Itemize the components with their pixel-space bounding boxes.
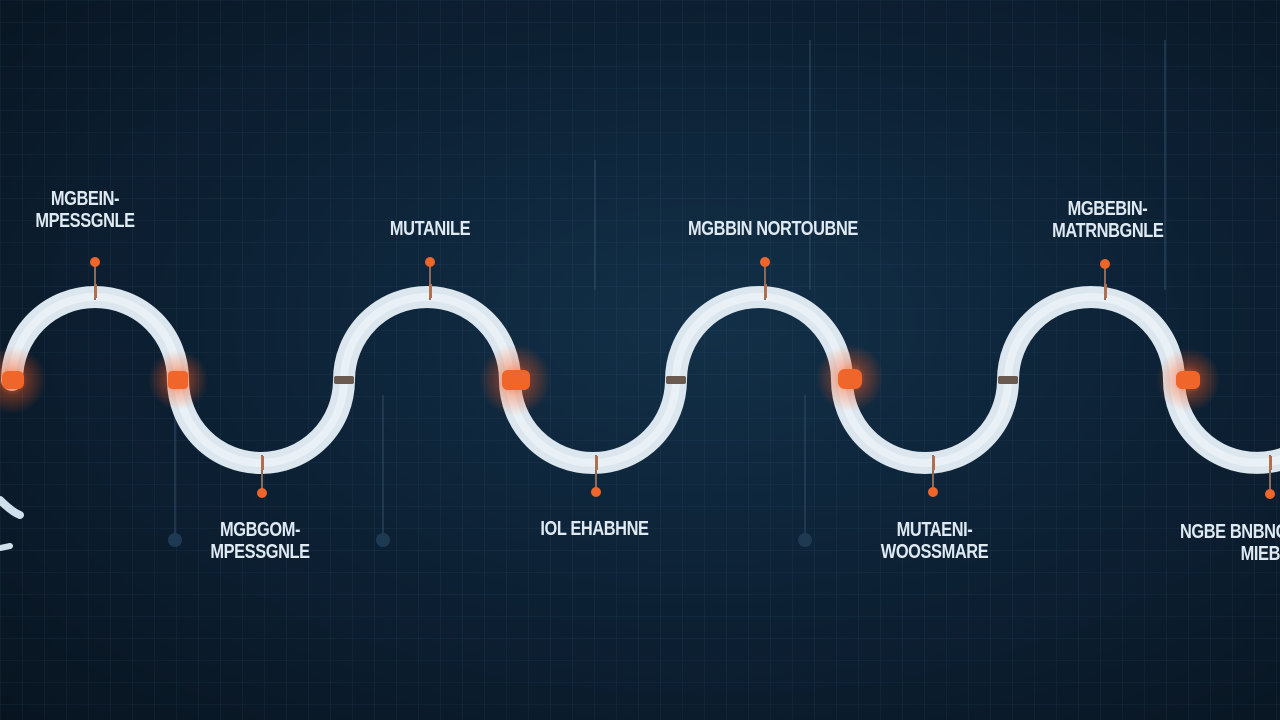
milestone-label-2: MGBGOM- MPESSGNLE xyxy=(203,519,318,563)
pin-marker xyxy=(591,455,601,497)
milestone-label-4: IOL EHABHNE xyxy=(535,518,654,540)
milestone-label-1-line2: MPESSGNLE xyxy=(35,210,135,232)
pin-marker xyxy=(90,257,100,300)
pin-marker xyxy=(760,257,770,300)
timeline-node xyxy=(168,371,188,389)
milestone-label-2-line1: MGBGOM- xyxy=(219,519,301,541)
timeline-node-markers xyxy=(2,369,1200,390)
milestone-label-1-line1: MGBEIN- xyxy=(50,188,120,210)
milestone-label-8-line1: NGBE BNBNGSE xyxy=(1179,521,1280,543)
connector-guides xyxy=(174,40,1166,540)
milestone-label-3: MUTANILE xyxy=(381,218,479,240)
timeline-node xyxy=(502,370,530,390)
milestone-label-8: NGBE BNBNGSE MIEB xyxy=(1180,521,1280,565)
milestone-label-4-line1: IOL EHABHNE xyxy=(540,518,649,540)
left-edge-fragment xyxy=(0,496,24,519)
timeline-node xyxy=(838,369,862,389)
milestone-label-1: MGBEIN- MPESSGNLE xyxy=(32,188,139,232)
track-joints xyxy=(334,376,1018,384)
milestone-label-5-line1: MGBBIN NORTOUBNE xyxy=(688,218,858,240)
milestone-label-5: MGBBIN NORTOUBNE xyxy=(687,218,859,240)
bottom-pins xyxy=(257,455,1275,499)
milestone-label-7-line1: MGBEBIN- xyxy=(1067,198,1148,220)
pin-marker xyxy=(1265,455,1275,499)
milestone-label-8-line2: MIEB xyxy=(1240,543,1280,565)
milestone-label-2-line2: MPESSGNLE xyxy=(210,541,310,563)
milestone-label-6-line2: WOOSSMARE xyxy=(880,541,989,563)
milestone-label-6: MUTAENI- WOOSSMARE xyxy=(875,519,994,563)
milestone-label-7: MGBEBIN- MATRNBGNLE xyxy=(1052,198,1164,242)
pin-marker xyxy=(257,455,267,498)
pin-marker xyxy=(425,257,435,300)
milestone-label-7-line2: MATRNBGNLE xyxy=(1052,220,1164,242)
milestone-label-6-line1: MUTAENI- xyxy=(896,519,973,541)
timeline-node xyxy=(1176,371,1200,389)
pin-marker xyxy=(928,455,938,497)
timeline-node xyxy=(2,371,24,389)
left-edge-fragment-lower xyxy=(0,543,13,551)
top-pins xyxy=(90,257,1110,300)
pin-marker xyxy=(1100,259,1110,300)
milestone-label-3-line1: MUTANILE xyxy=(389,218,471,240)
connector-guide-dots xyxy=(168,533,812,547)
